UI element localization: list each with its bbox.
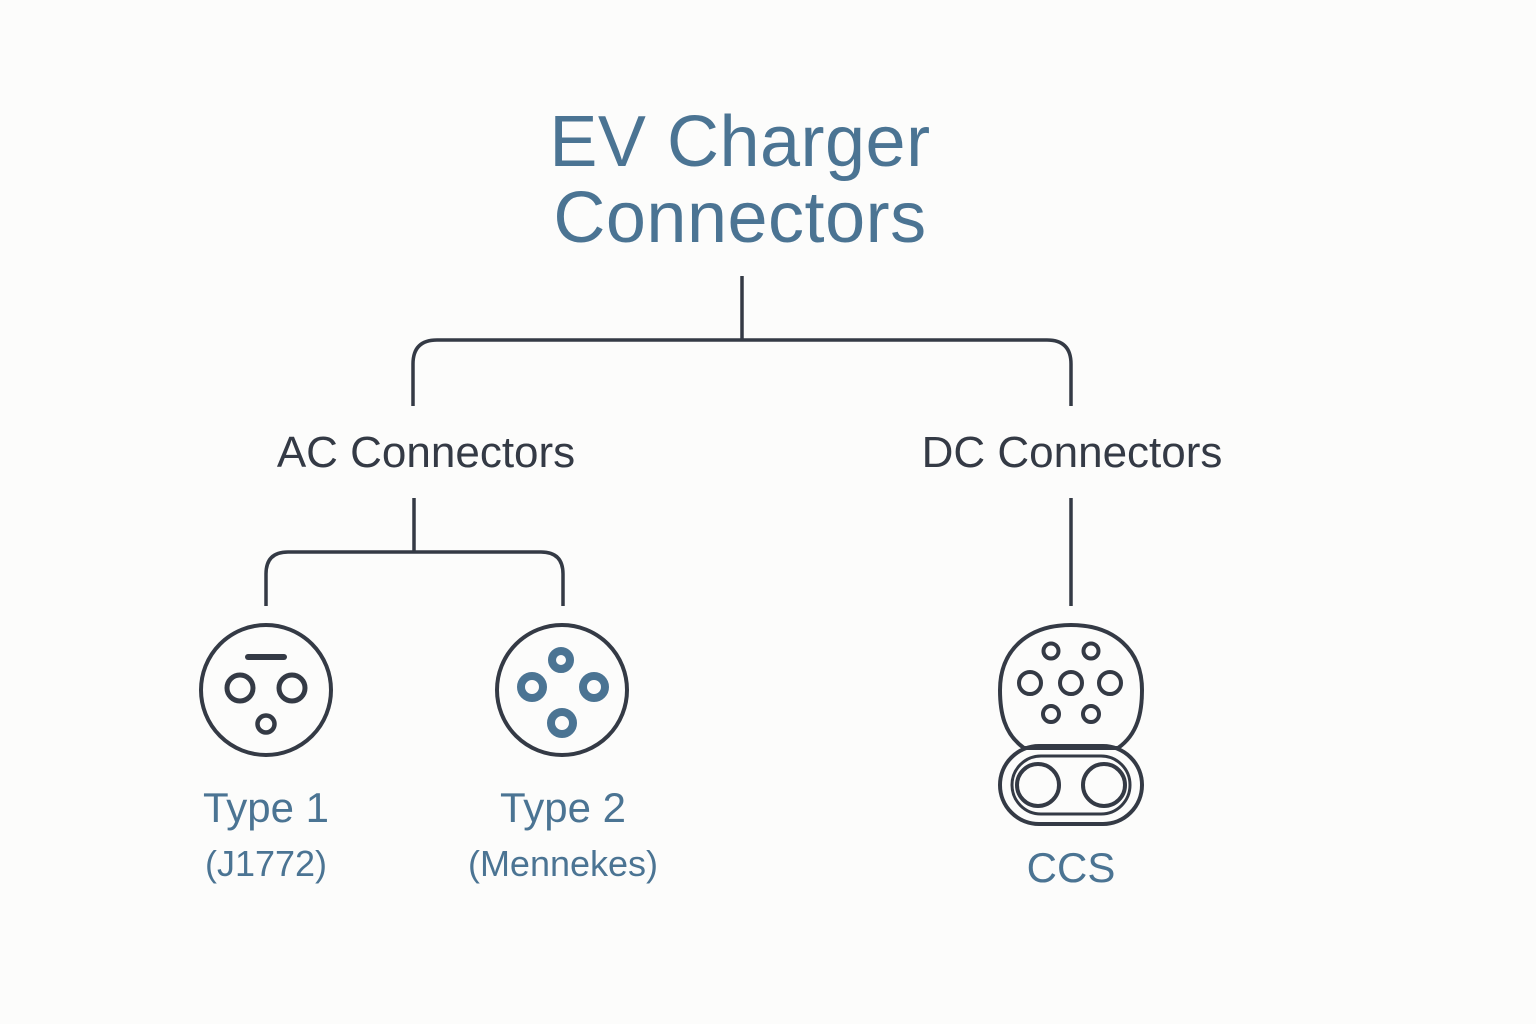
- ccs-label: CCS: [911, 840, 1231, 896]
- dc-connectors-label: DC Connectors: [921, 428, 1223, 477]
- type1-label: Type 1 (J1772): [106, 780, 426, 892]
- ccs-name: CCS: [1026, 844, 1116, 891]
- type2-name: Type 2: [499, 784, 627, 831]
- ccs-connector-icon: [997, 622, 1145, 826]
- title-line-2: Connectors: [553, 178, 927, 258]
- title-line-1: EV Charger: [549, 102, 931, 182]
- type2-subtitle: (Mennekes): [467, 843, 659, 884]
- type1-name: Type 1: [202, 784, 330, 831]
- type1-connector-icon: [199, 623, 333, 757]
- type2-connector-icon: [495, 623, 629, 757]
- diagram-title: EV Charger Connectors: [440, 104, 1040, 256]
- type1-subtitle: (J1772): [204, 843, 328, 884]
- ac-connectors-label: AC Connectors: [276, 428, 576, 477]
- ac-bracket-line: [264, 550, 565, 606]
- root-bracket-line: [411, 338, 1073, 406]
- type2-label: Type 2 (Mennekes): [403, 780, 723, 892]
